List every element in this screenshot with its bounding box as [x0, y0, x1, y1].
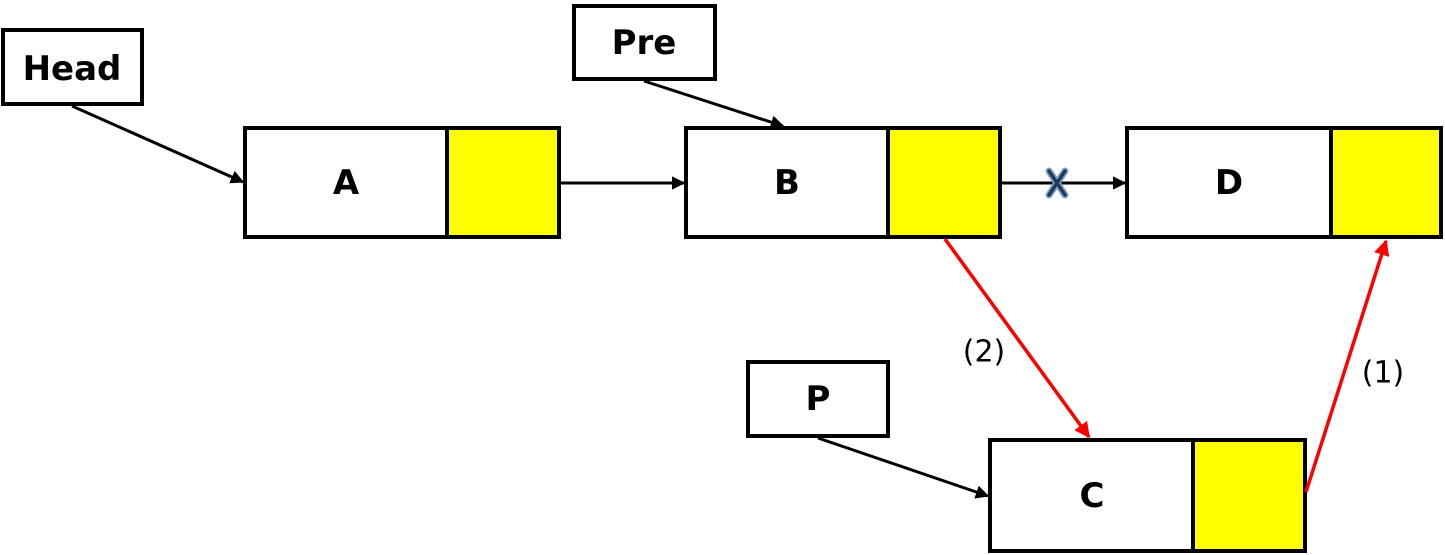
- node-c-label: C: [1080, 476, 1105, 516]
- p-to-c-arrow: [817, 436, 990, 499]
- c-to-d-new-link: [1304, 239, 1390, 493]
- head-pointer: Head: [1, 28, 144, 106]
- node-c: C: [988, 438, 1307, 553]
- b-to-c-new-link: [943, 237, 1091, 439]
- node-b-next-field: [886, 126, 1002, 239]
- head-label: Head: [23, 49, 122, 89]
- p-label: P: [806, 379, 831, 419]
- p-pointer: P: [746, 360, 890, 438]
- step-1-label: (1): [1362, 356, 1405, 391]
- step-2-label: (2): [963, 335, 1006, 370]
- node-a: A: [243, 126, 561, 239]
- node-b-label: B: [774, 163, 800, 203]
- node-a-next-field: [445, 126, 561, 239]
- head-to-a-arrow: [71, 104, 245, 184]
- node-c-next-field: [1191, 438, 1307, 553]
- pre-pointer: Pre: [572, 4, 717, 81]
- node-b: B: [684, 126, 1002, 239]
- node-a-label: A: [333, 163, 360, 203]
- node-d: D: [1125, 126, 1443, 239]
- node-d-label: D: [1215, 163, 1243, 203]
- removed-link-x-icon: [1045, 167, 1069, 199]
- pre-label: Pre: [612, 23, 677, 63]
- pre-to-b-arrow: [643, 79, 785, 129]
- node-d-next-field: [1329, 126, 1443, 239]
